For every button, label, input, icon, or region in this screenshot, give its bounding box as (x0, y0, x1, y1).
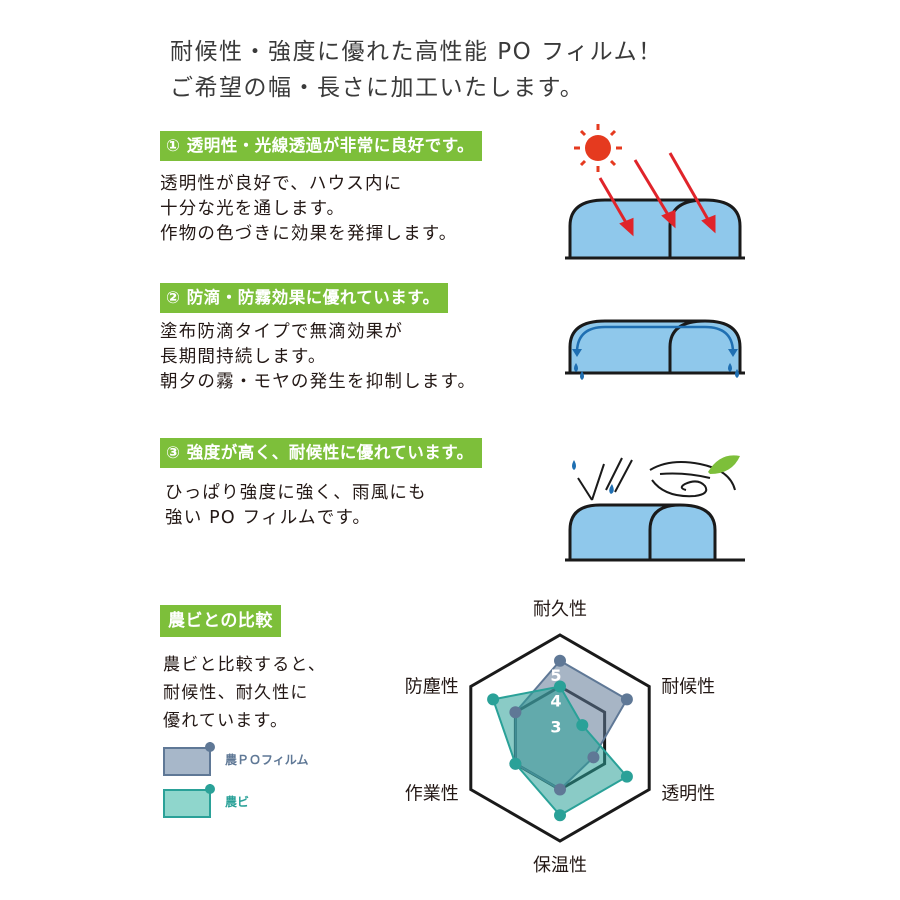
water-drop-icon (574, 363, 739, 380)
radar-tick-labels: 3 4 5 (550, 666, 561, 737)
sunlight-greenhouse-icon (565, 124, 745, 260)
series-1-point-3 (554, 809, 566, 822)
radar-tick-3: 3 (550, 717, 561, 736)
leaf-icon (708, 455, 740, 474)
feature-2-badge: ② 防滴・防霧効果に優れています。 (160, 283, 448, 313)
series-1-point-5 (487, 693, 500, 706)
headline: 耐候性・強度に優れた高性能 PO フィルム！ ご希望の幅・長さに加工いたします。 (170, 34, 663, 106)
weather-resistant-greenhouse-icon (565, 455, 745, 562)
series-1-point-0 (554, 680, 566, 693)
rain-icon (572, 457, 633, 501)
series-1-point-1 (576, 719, 589, 732)
feature-3-text: ひっぱり強度に強く、雨風にも 強い PO フィルムです。 (165, 481, 427, 531)
wind-icon (649, 461, 736, 498)
feature-2-line-2: 長期間持続します。 (160, 347, 327, 367)
radar-axis-label-0: 耐久性 (533, 599, 587, 620)
series-0-point-5 (509, 706, 522, 719)
series-0-point-3 (554, 783, 566, 796)
feature-2-line-1: 塗布防滴タイプで無滴効果が (160, 322, 404, 342)
feature-3-badge: ③ 強度が高く、耐候性に優れています。 (160, 438, 482, 468)
radar-axis-label-5: 防塵性 (405, 677, 459, 698)
feature-1-badge: ① 透明性・光線透過が非常に良好です。 (160, 131, 483, 161)
radar-series (487, 654, 633, 822)
feature-1-text: 透明性が良好で、ハウス内に 十分な光を通します。 作物の色づきに効果を発揮します… (160, 172, 457, 247)
series-0-point-2 (587, 751, 600, 764)
comparison-line-1: 農ビと比較すると、 (163, 655, 327, 675)
feature-3-line-1: ひっぱり強度に強く、雨風にも (165, 483, 427, 503)
radar-tick-5: 5 (550, 666, 561, 685)
feature-2-line-3: 朝夕の霧・モヤの発生を抑制します。 (160, 372, 477, 392)
feature-1-line-2: 十分な光を通します。 (160, 199, 346, 219)
radar-axis-label-2: 透明性 (661, 784, 715, 805)
feature-1-line-3: 作物の色づきに効果を発揮します。 (160, 224, 458, 244)
legend-item-novi: 農ビ (163, 784, 249, 818)
series-0-point-1 (620, 693, 633, 706)
sun-icon (574, 124, 622, 172)
legend-swatch-novi (163, 784, 215, 818)
feature-1-line-1: 透明性が良好で、ハウス内に (160, 174, 403, 194)
comparison-text: 農ビと比較すると、 耐候性、耐久性に 優れています。 (163, 651, 326, 735)
series-1-point-4 (509, 757, 522, 770)
comparison-line-2: 耐候性、耐久性に (163, 683, 309, 703)
comparison-line-3: 優れています。 (163, 711, 289, 731)
radar-axis-label-1: 耐候性 (661, 677, 715, 698)
radar-tick-4: 4 (550, 692, 561, 711)
radar-outer-ring (469, 633, 651, 843)
feature-2-text: 塗布防滴タイプで無滴効果が 長期間持続します。 朝夕の霧・モヤの発生を抑制します… (160, 320, 476, 395)
headline-line-2: ご希望の幅・長さに加工いたします。 (170, 75, 585, 101)
comparison-badge: 農ビとの比較 (160, 605, 281, 637)
feature-3-line-2: 強い PO フィルムです。 (165, 508, 372, 528)
legend-label-novi: 農ビ (225, 794, 250, 809)
legend-swatch-po (163, 742, 215, 776)
series-0-point-0 (554, 654, 566, 667)
radar-axis-label-3: 保温性 (533, 855, 587, 876)
series-1-point-2 (620, 770, 633, 783)
legend-label-po: 農ＰＯフィルム (225, 752, 309, 767)
anti-drip-greenhouse-icon (565, 319, 745, 380)
headline-line-1: 耐候性・強度に優れた高性能 PO フィルム！ (170, 39, 663, 65)
legend-item-po: 農ＰＯフィルム (163, 742, 309, 776)
radar-axis-label-4: 作業性 (405, 784, 459, 805)
